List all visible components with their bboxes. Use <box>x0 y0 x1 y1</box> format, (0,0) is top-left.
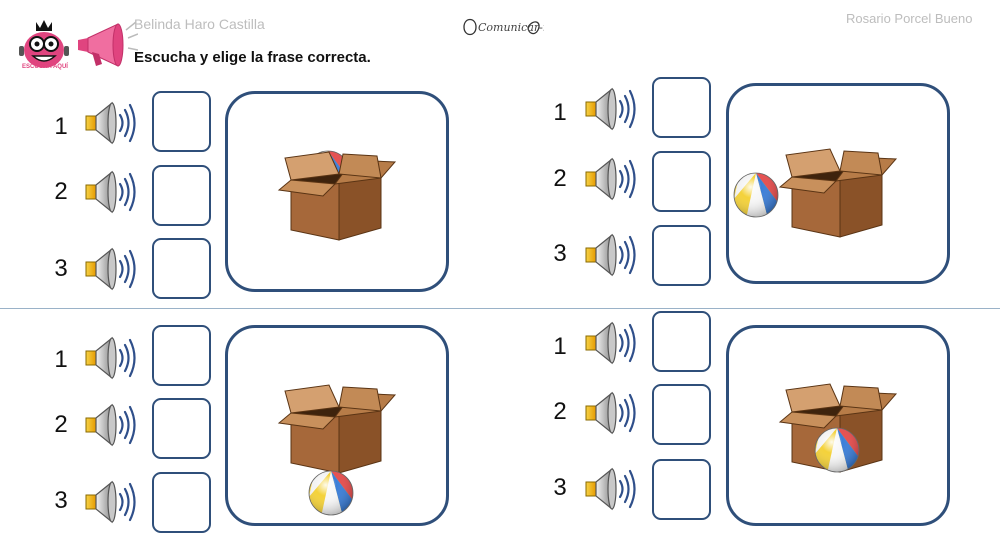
option-number: 2 <box>54 411 68 438</box>
answer-box[interactable] <box>652 225 711 286</box>
answer-box[interactable] <box>652 151 711 212</box>
answer-box[interactable] <box>152 165 211 226</box>
ball-icon <box>813 426 861 474</box>
logo-caption: ESCUCHA AQUÍ <box>22 64 68 70</box>
speaker-icon[interactable] <box>82 167 138 217</box>
speaker-icon[interactable] <box>582 464 638 514</box>
option-number: 1 <box>54 113 68 140</box>
box-icon <box>277 377 397 475</box>
speaker-icon[interactable] <box>582 154 638 204</box>
speaker-icon[interactable] <box>82 244 138 294</box>
answer-box[interactable] <box>652 459 711 520</box>
section-divider <box>0 308 1000 309</box>
ball-icon <box>307 469 355 517</box>
answer-box[interactable] <box>152 238 211 299</box>
answer-box[interactable] <box>652 77 711 138</box>
brand-text: Comunicar-nos <box>478 21 544 34</box>
box-icon <box>277 144 397 242</box>
speaker-icon[interactable] <box>82 98 138 148</box>
option-number: 2 <box>553 398 567 425</box>
brand-logo: Comunicar-nos <box>458 12 563 42</box>
speaker-icon[interactable] <box>82 400 138 450</box>
option-number: 1 <box>553 99 567 126</box>
answer-box[interactable] <box>152 325 211 386</box>
megaphone-icon[interactable] <box>74 16 139 74</box>
option-number: 2 <box>54 178 68 205</box>
answer-box[interactable] <box>152 472 211 533</box>
ball-icon <box>732 171 780 219</box>
answer-box[interactable] <box>652 311 711 372</box>
answer-box[interactable] <box>152 398 211 459</box>
speaker-icon[interactable] <box>582 388 638 438</box>
author-left: Belinda Haro Castilla <box>134 16 265 32</box>
option-number: 3 <box>553 240 567 267</box>
option-number: 3 <box>54 487 68 514</box>
speaker-icon[interactable] <box>582 84 638 134</box>
box-icon <box>778 141 898 239</box>
listen-logo-icon[interactable] <box>18 18 70 72</box>
speaker-icon[interactable] <box>582 230 638 280</box>
speaker-icon[interactable] <box>582 318 638 368</box>
option-number: 3 <box>553 474 567 501</box>
option-number: 1 <box>553 333 567 360</box>
speaker-icon[interactable] <box>82 477 138 527</box>
author-right: Rosario Porcel Bueno <box>846 11 973 26</box>
answer-box[interactable] <box>152 91 211 152</box>
answer-box[interactable] <box>652 384 711 445</box>
option-number: 3 <box>54 255 68 282</box>
instruction-text: Escucha y elige la frase correcta. <box>134 49 371 66</box>
speaker-icon[interactable] <box>82 333 138 383</box>
option-number: 1 <box>54 346 68 373</box>
option-number: 2 <box>553 165 567 192</box>
